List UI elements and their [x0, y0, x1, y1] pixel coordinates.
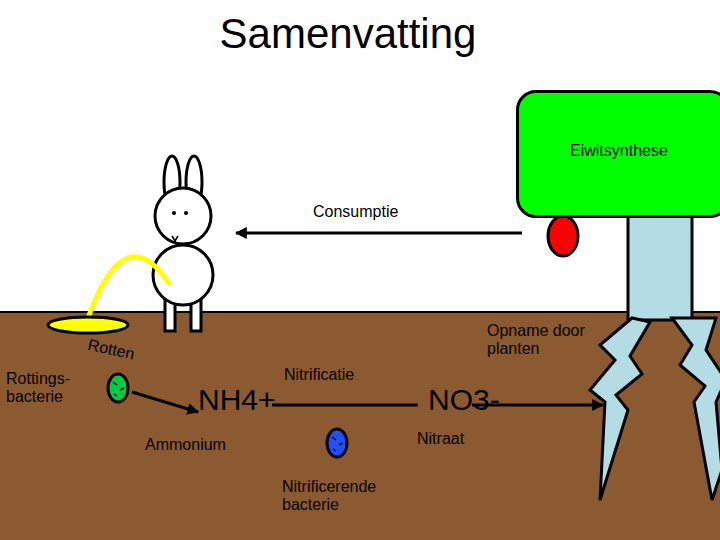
organism-label: Nitrificerende bacterie	[282, 478, 392, 515]
chemical-formula: NH4+	[198, 383, 276, 418]
nitrification-line	[272, 404, 418, 407]
substance-label: Nitraat	[417, 430, 464, 448]
urine-puddle	[48, 317, 128, 333]
organism-label: Rottings- bacterie	[6, 370, 86, 407]
tree-trunk	[628, 216, 692, 320]
fruit	[548, 216, 578, 256]
root	[590, 318, 650, 500]
process-label: Nitrificatie	[284, 366, 354, 384]
process-label: Opname door planten	[487, 322, 607, 359]
node-label: Eiwitsynthese	[570, 142, 668, 160]
title: Samenvatting	[0, 10, 696, 58]
rabbit-eye	[172, 211, 176, 215]
consumption-arrow	[236, 232, 522, 235]
rabbit-eye	[184, 211, 188, 215]
ground	[0, 312, 720, 540]
rabbit-nose	[172, 236, 178, 244]
bacterium-detail	[332, 437, 343, 451]
rabbit-head	[155, 188, 211, 244]
nitrifying-bacterium	[327, 429, 347, 457]
decay-bacterium	[108, 374, 128, 402]
decay-arrow	[132, 392, 198, 412]
substance-label: Ammonium	[145, 436, 226, 454]
ground-line	[0, 311, 720, 313]
root	[672, 318, 720, 500]
urine-stream	[88, 257, 170, 318]
process-label: Consumptie	[313, 203, 398, 221]
tree-crown: Eiwitsynthese	[516, 90, 720, 218]
process-label: Rotten	[86, 336, 136, 364]
chemical-formula: NO3-	[428, 383, 500, 418]
bacterium-detail	[113, 382, 124, 396]
